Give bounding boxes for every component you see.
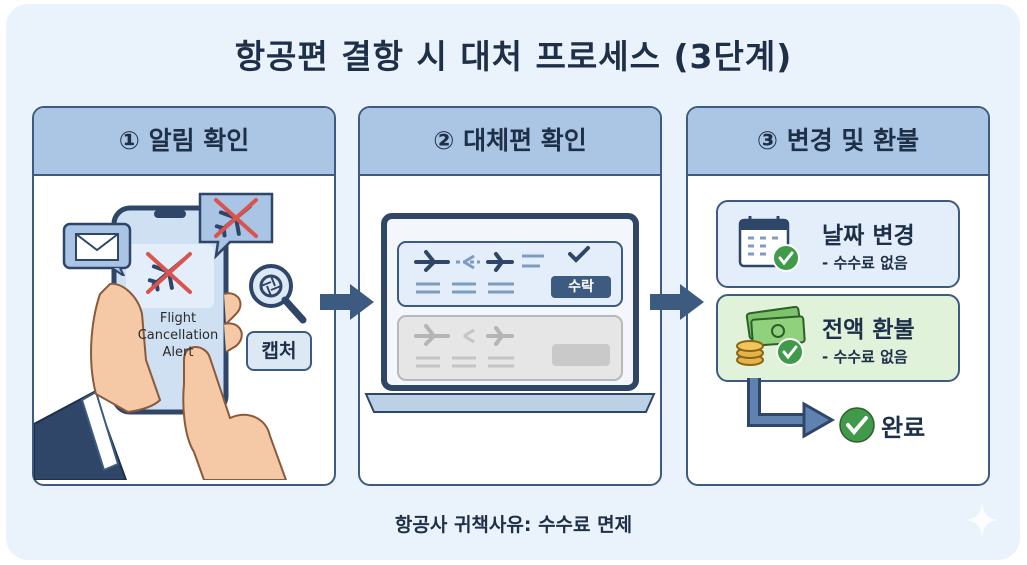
- step-2-header: ② 대체편 확인: [360, 108, 660, 176]
- date-change-title: 날짜 변경: [822, 223, 915, 249]
- arrow-2-to-3: [650, 284, 704, 320]
- camera-lens-icon: [249, 264, 307, 324]
- footnote: 항공사 귀책사유: 수수료 면제: [394, 514, 633, 536]
- plane-icon: [414, 250, 514, 272]
- alert-line-2: Cancellation: [137, 328, 219, 343]
- checkmark-icon: [568, 246, 590, 263]
- check-circle-icon: [839, 407, 875, 443]
- money-icon: [736, 306, 806, 366]
- calendar-icon: [738, 216, 800, 272]
- laptop-icon: [364, 213, 656, 413]
- alert-text: Flight Cancellation Alert: [128, 310, 228, 361]
- alert-line-3: Alert: [162, 345, 194, 360]
- envelope-icon: [62, 222, 132, 276]
- cancelled-plane-bubble-icon: [198, 192, 274, 260]
- sparkle-icon: [966, 502, 998, 538]
- arrow-1-to-2: [320, 284, 374, 320]
- alert-line-1: Flight: [159, 311, 197, 326]
- capture-button[interactable]: 캡처: [246, 331, 312, 371]
- accept-button[interactable]: 수락: [551, 276, 611, 298]
- done-label: 완료: [881, 414, 926, 442]
- step-3-header: ③ 변경 및 환불: [688, 108, 988, 176]
- diagram-title: 항공편 결항 시 대처 프로세스 (3단계): [234, 37, 793, 76]
- full-refund-title: 전액 환불: [822, 317, 915, 343]
- date-change-subtitle: - 수수료 없음: [822, 254, 908, 272]
- cancelled-plane-icon: [146, 252, 192, 294]
- elbow-arrow: [747, 378, 836, 439]
- full-refund-subtitle: - 수수료 없음: [822, 348, 908, 366]
- step-1-header: ① 알림 확인: [34, 108, 334, 176]
- hand-icon: [90, 282, 162, 414]
